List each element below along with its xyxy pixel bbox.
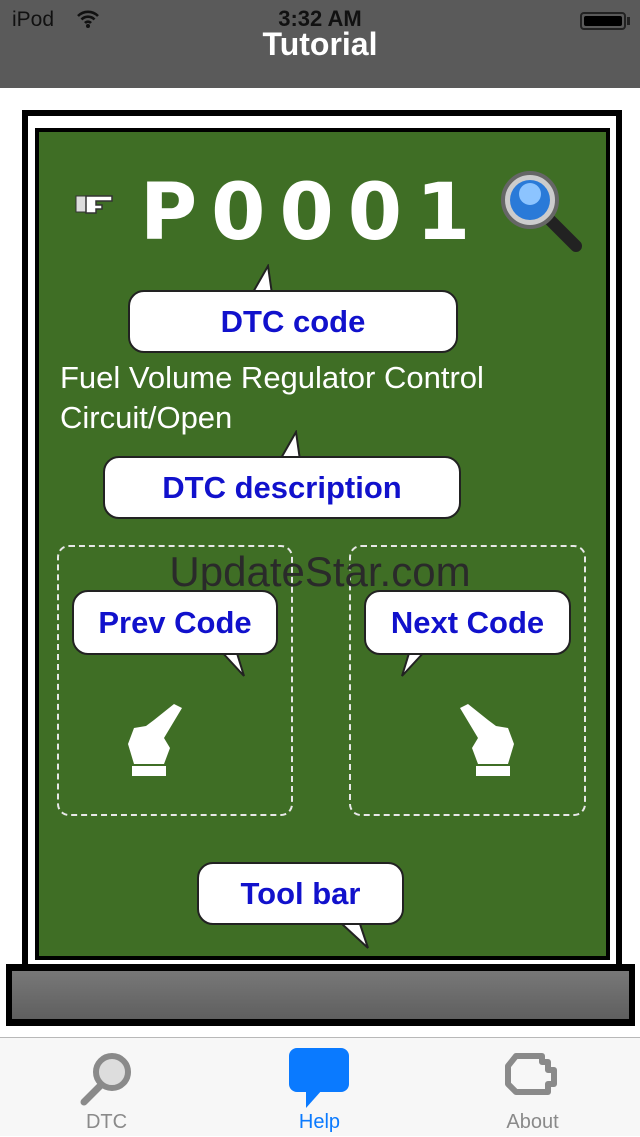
callout-dtc-code: DTC code: [128, 290, 458, 353]
next-code-area[interactable]: [349, 545, 586, 816]
bubble-tail: [340, 923, 369, 949]
callout-next-code: Next Code: [364, 590, 571, 655]
bubble-tail: [250, 264, 274, 294]
speech-bubble-icon: [289, 1048, 349, 1108]
engine-icon: [505, 1053, 557, 1095]
carrier-label: iPod: [12, 8, 55, 31]
status-time: 3:32 AM: [278, 6, 362, 31]
swipe-hand-icon: [128, 704, 182, 776]
tab-bar: DTC Help About: [0, 1037, 640, 1136]
bubble-tail: [278, 430, 302, 460]
tab-help[interactable]: Help: [213, 1038, 426, 1137]
magnifier-icon: [80, 1053, 131, 1106]
prev-code-area[interactable]: [57, 545, 293, 816]
pointing-hand-icon[interactable]: [74, 188, 116, 218]
navigation-bar: [0, 0, 640, 88]
tab-label: About: [506, 1111, 559, 1133]
chalkboard: [35, 128, 610, 960]
chalk-tray: [6, 964, 635, 1026]
callout-tool-bar: Tool bar: [197, 862, 404, 925]
watermark: UpdateStar.com: [169, 548, 471, 595]
callout-prev-code: Prev Code: [72, 590, 278, 655]
tab-dtc[interactable]: DTC: [0, 1038, 213, 1137]
page-title: Tutorial: [262, 26, 378, 62]
tab-label: DTC: [85, 1111, 128, 1133]
dtc-description: Fuel Volume Regulator Control Circuit/Op…: [60, 360, 484, 435]
wifi-icon: [77, 10, 99, 28]
swipe-hand-icon: [460, 704, 514, 776]
battery-icon: [580, 12, 626, 30]
battery-nub: [627, 17, 630, 25]
callout-dtc-description: DTC description: [103, 456, 461, 519]
search-icon[interactable]: [498, 168, 584, 254]
tab-label: Help: [298, 1111, 341, 1133]
tab-about[interactable]: About: [426, 1038, 639, 1137]
dtc-code: P0001: [140, 168, 485, 258]
